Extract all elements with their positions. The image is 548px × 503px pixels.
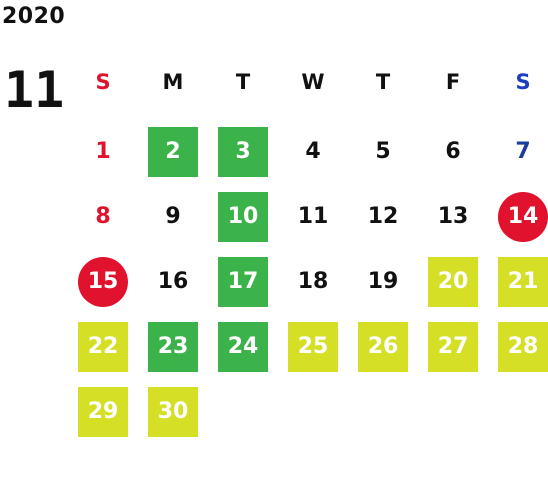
day-number: 14 [498,191,548,242]
day-number: 10 [218,191,268,242]
day-cell[interactable]: 7 [488,119,548,184]
day-cell[interactable]: 16 [138,249,208,314]
day-cell[interactable]: 2 [138,119,208,184]
day-number: 5 [375,139,391,164]
day-number: 17 [218,256,268,307]
day-cell[interactable]: 15 [68,249,138,314]
weekday-sunday: S [95,69,111,94]
day-number: 12 [367,204,399,229]
day-number: 21 [498,256,548,307]
day-number: 27 [428,321,478,372]
weekday-monday: M [162,69,184,94]
day-number: 18 [297,269,329,294]
day-cell[interactable]: 30 [138,379,208,444]
month-number: 11 [4,61,65,119]
weekday-friday: F [445,69,461,94]
day-number: 11 [297,204,329,229]
day-number: 28 [498,321,548,372]
weekday-wednesday: W [301,69,325,94]
day-cell[interactable]: 27 [418,314,488,379]
weekday-tuesday: T [235,69,251,94]
day-cell[interactable]: 21 [488,249,548,314]
day-cell[interactable]: 14 [488,184,548,249]
day-cell[interactable]: 6 [418,119,488,184]
day-number: 15 [78,256,128,307]
day-number: 3 [218,126,268,177]
day-cell[interactable]: 10 [208,184,278,249]
day-number: 1 [95,139,111,164]
day-number: 13 [437,204,469,229]
day-cell[interactable]: 23 [138,314,208,379]
day-cell[interactable]: 3 [208,119,278,184]
day-number: 7 [515,139,531,164]
day-cell[interactable]: 20 [418,249,488,314]
day-number: 26 [358,321,408,372]
day-number: 25 [288,321,338,372]
day-cell[interactable]: 5 [348,119,418,184]
day-cell[interactable]: 22 [68,314,138,379]
day-cell[interactable]: 11 [278,184,348,249]
day-number: 16 [157,269,189,294]
day-number: 9 [165,204,181,229]
day-cell[interactable]: 25 [278,314,348,379]
day-cell[interactable]: 26 [348,314,418,379]
day-number: 8 [95,204,111,229]
day-number: 19 [367,269,399,294]
day-number: 22 [78,321,128,372]
day-number: 24 [218,321,268,372]
day-number: 29 [78,386,128,437]
day-cell[interactable]: 19 [348,249,418,314]
weekday-saturday: S [515,69,531,94]
day-cell[interactable]: 18 [278,249,348,314]
day-number: 2 [148,126,198,177]
day-cell[interactable]: 29 [68,379,138,444]
day-number: 20 [428,256,478,307]
day-number: 23 [148,321,198,372]
day-number: 4 [305,139,321,164]
day-cell[interactable]: 1 [68,119,138,184]
day-cell[interactable]: 24 [208,314,278,379]
day-cell[interactable]: 12 [348,184,418,249]
day-cell[interactable]: 28 [488,314,548,379]
day-cell[interactable]: 8 [68,184,138,249]
day-cell[interactable]: 9 [138,184,208,249]
day-cell[interactable]: 17 [208,249,278,314]
day-number: 6 [445,139,461,164]
day-cell[interactable]: 13 [418,184,488,249]
day-cell[interactable]: 4 [278,119,348,184]
year-label: 2020 [2,4,66,29]
day-number: 30 [148,386,198,437]
weekday-thursday: T [375,69,391,94]
